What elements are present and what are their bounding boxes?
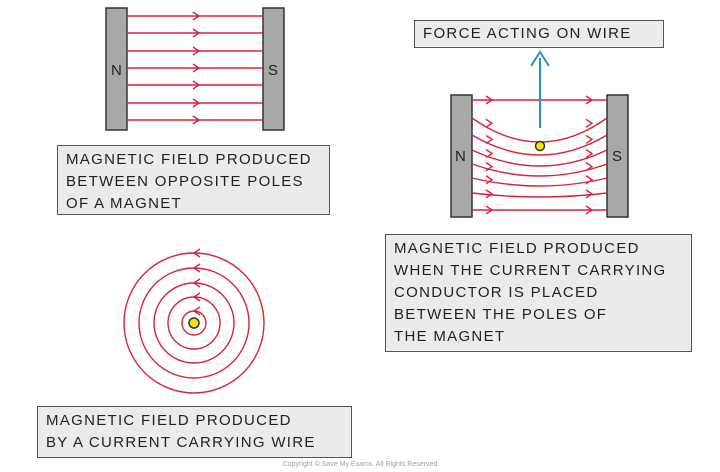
field-arrow-icon — [585, 148, 594, 159]
caption-line: THE MAGNET — [394, 328, 506, 345]
circular-field-arrow-icon — [192, 292, 201, 302]
caption-current-wire: MAGNETIC FIELD PRODUCED BY A CURRENT CAR… — [37, 406, 352, 458]
current-wire — [188, 317, 200, 329]
distorted-field-line — [471, 177, 608, 187]
distorted-field-line — [471, 163, 608, 177]
caption-force: FORCE ACTING ON WIRE — [414, 20, 664, 48]
field-arrow-icon — [485, 148, 494, 159]
field-arrow-icon — [192, 63, 201, 73]
field-arrow-icon — [585, 162, 594, 172]
circular-field-arrow-icon — [192, 306, 201, 316]
south-magnet-bar — [262, 7, 285, 131]
south-pole-label: S — [268, 62, 279, 79]
caption-line: BETWEEN OPPOSITE POLES — [66, 173, 304, 190]
caption-line: MAGNETIC FIELD PRODUCED — [394, 240, 640, 257]
caption-line: CONDUCTOR IS PLACED — [394, 284, 599, 301]
field-arrow-icon — [585, 189, 594, 199]
field-arrow-icon — [192, 28, 201, 38]
caption-line: FORCE ACTING ON WIRE — [423, 25, 632, 42]
field-arrow-icon — [585, 205, 594, 215]
field-arrow-icon — [485, 134, 494, 144]
copyright-text: Copyright © Save My Exams. All Rights Re… — [282, 461, 438, 468]
caption-line: OF A MAGNET — [66, 195, 182, 212]
motor-effect-diagram — [450, 50, 629, 218]
north-pole-label-2: N — [455, 148, 466, 165]
wire-field-diagram — [123, 248, 265, 394]
caption-line: MAGNETIC FIELD PRODUCED — [66, 151, 312, 168]
circular-field-arrow-icon — [192, 263, 201, 273]
field-arrow-icon — [192, 11, 201, 21]
south-magnet-bar-2 — [606, 94, 629, 218]
south-pole-label-2: S — [612, 148, 623, 165]
field-arrow-icon — [485, 205, 494, 215]
field-arrow-icon — [485, 189, 494, 199]
field-arrow-icon — [585, 95, 594, 105]
field-arrow-icon — [192, 46, 201, 56]
field-arrow-icon — [485, 118, 494, 128]
caption-line: MAGNETIC FIELD PRODUCED — [46, 412, 292, 429]
caption-opposite-poles: MAGNETIC FIELD PRODUCED BETWEEN OPPOSITE… — [57, 145, 330, 215]
circular-field-arrow-icon — [192, 248, 201, 258]
straight-field-lines — [127, 11, 263, 125]
field-arrow-icon — [192, 115, 201, 125]
force-arrow-head — [530, 50, 550, 67]
field-arrow-icon — [192, 80, 201, 90]
north-magnet-bar-2 — [450, 94, 473, 218]
circular-field-lines — [123, 248, 265, 394]
conductor-wire — [534, 140, 546, 152]
field-arrow-icon — [585, 175, 594, 185]
north-magnet-bar — [105, 7, 128, 131]
caption-line: WHEN THE CURRENT CARRYING — [394, 262, 667, 279]
caption-line: BETWEEN THE POLES OF — [394, 306, 608, 323]
field-arrow-icon — [585, 134, 594, 144]
north-pole-label: N — [111, 62, 122, 79]
field-arrow-icon — [585, 118, 594, 128]
field-arrow-icon — [485, 175, 494, 185]
circular-field-arrow-icon — [192, 278, 201, 288]
field-arrow-icon — [192, 98, 201, 108]
magnet-field-diagram — [105, 7, 285, 131]
caption-line: BY A CURRENT CARRYING WIRE — [46, 434, 316, 451]
field-arrow-icon — [485, 95, 494, 105]
field-arrow-icon — [485, 162, 494, 172]
caption-conductor-between-poles: MAGNETIC FIELD PRODUCED WHEN THE CURRENT… — [385, 234, 692, 352]
